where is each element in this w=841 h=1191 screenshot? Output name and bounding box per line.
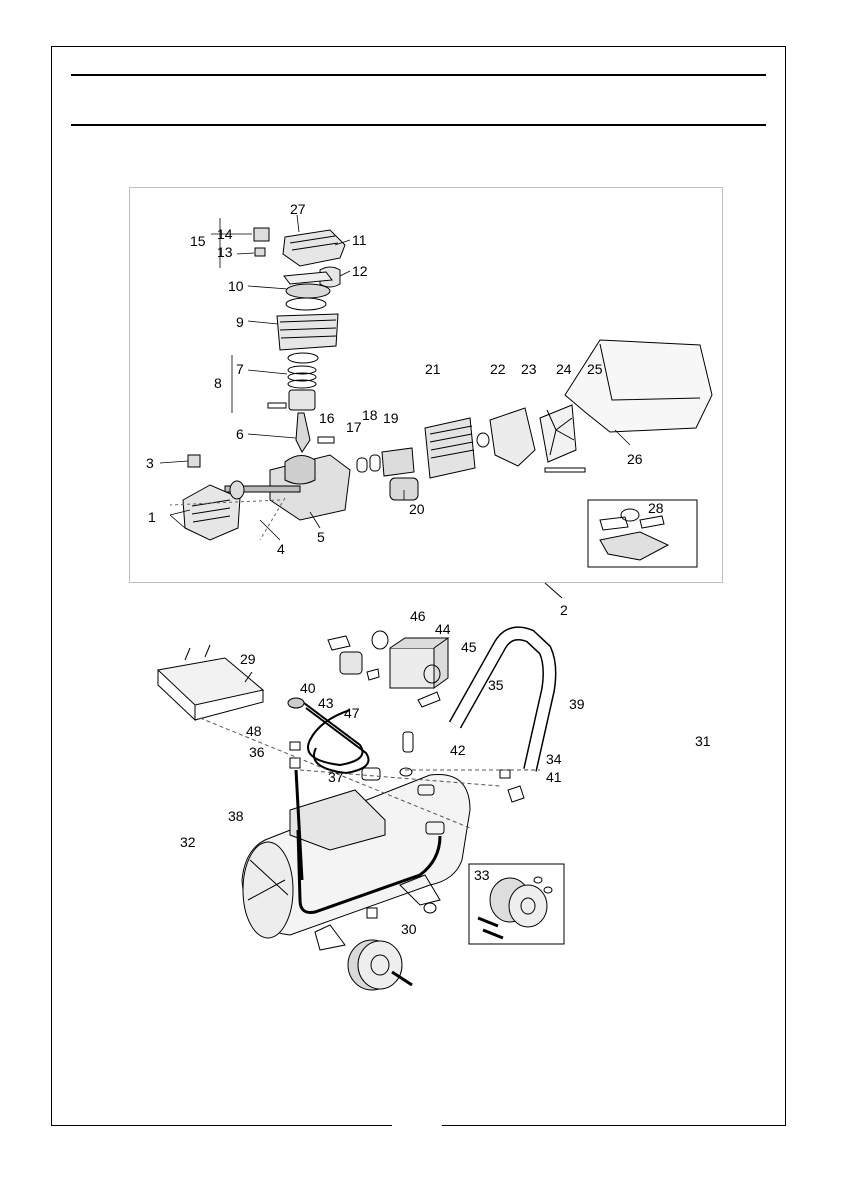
callout-37: 37 <box>328 770 344 784</box>
callout-30: 30 <box>401 922 417 936</box>
callout-33: 33 <box>474 868 490 882</box>
callout-40: 40 <box>300 681 316 695</box>
callout-8: 8 <box>214 376 222 390</box>
callout-5: 5 <box>317 530 325 544</box>
callout-45: 45 <box>461 640 477 654</box>
callout-39: 39 <box>569 697 585 711</box>
air-tank <box>242 768 470 950</box>
callout-44: 44 <box>435 622 451 636</box>
callout-19: 19 <box>383 411 399 425</box>
callout-6: 6 <box>236 427 244 441</box>
callout-42: 42 <box>450 743 466 757</box>
callout-20: 20 <box>409 502 425 516</box>
callout-47: 47 <box>344 706 360 720</box>
callout-27: 27 <box>290 202 306 216</box>
pressure-switch-group <box>288 631 448 773</box>
callout-25: 25 <box>587 362 603 376</box>
callout-7: 7 <box>236 362 244 376</box>
callout-32: 32 <box>180 835 196 849</box>
callout-31: 31 <box>695 734 711 748</box>
callout-24: 24 <box>556 362 572 376</box>
callout-17: 17 <box>346 420 362 434</box>
callout-34: 34 <box>546 752 562 766</box>
callout-13: 13 <box>217 245 233 259</box>
wheel <box>348 940 412 990</box>
callout-14: 14 <box>217 227 233 241</box>
callout-28: 28 <box>648 501 664 515</box>
callout-26: 26 <box>627 452 643 466</box>
callout-46: 46 <box>410 609 426 623</box>
callout-4: 4 <box>277 542 285 556</box>
callout-22: 22 <box>490 362 506 376</box>
callout-3: 3 <box>146 456 154 470</box>
callout-1: 1 <box>148 510 156 524</box>
callout-21: 21 <box>425 362 441 376</box>
callout-10: 10 <box>228 279 244 293</box>
callout-23: 23 <box>521 362 537 376</box>
callout-11: 11 <box>352 233 367 247</box>
leader-2 <box>545 583 562 598</box>
callout-29: 29 <box>240 652 256 666</box>
callout-15: 15 <box>190 234 206 248</box>
callout-48: 48 <box>246 724 262 738</box>
crankcase-group <box>183 455 350 540</box>
callout-16: 16 <box>319 411 335 425</box>
callout-35: 35 <box>488 678 504 692</box>
callout-9: 9 <box>236 315 244 329</box>
callout-43: 43 <box>318 696 334 710</box>
gasket-kit-box <box>588 500 697 567</box>
callout-36: 36 <box>249 745 265 759</box>
callout-41: 41 <box>546 770 562 784</box>
callout-2: 2 <box>560 603 568 617</box>
callout-18: 18 <box>362 408 378 422</box>
callout-38: 38 <box>228 809 244 823</box>
callout-12: 12 <box>352 264 368 278</box>
